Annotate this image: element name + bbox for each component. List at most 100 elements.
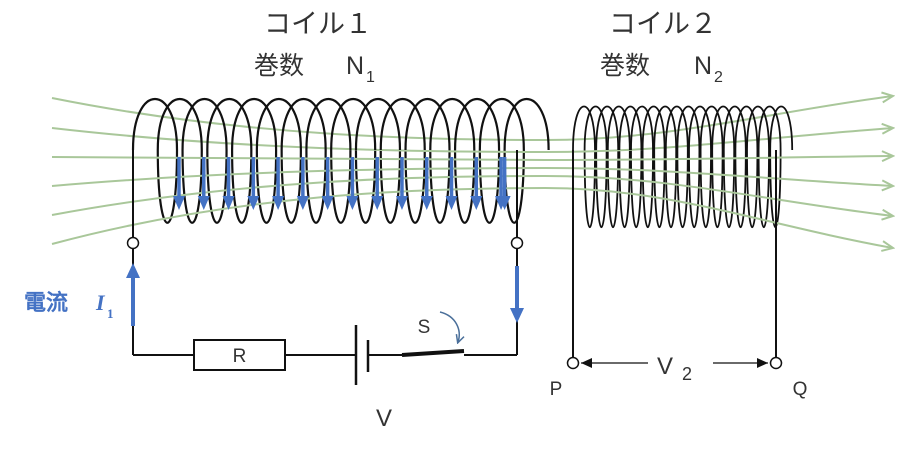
coil-2-back-turns bbox=[583, 149, 782, 228]
coil-2-turn-back bbox=[734, 149, 747, 228]
coil-2-turns-word: 巻数 bbox=[600, 51, 650, 80]
coil-1-left-terminal bbox=[126, 236, 140, 250]
coil-current-arrow-head bbox=[197, 196, 210, 210]
v2-subscript: 2 bbox=[682, 364, 692, 384]
terminal-p bbox=[566, 356, 580, 370]
coil-2-turn bbox=[606, 105, 631, 151]
battery bbox=[354, 325, 370, 385]
coil-2-title: コイル２ bbox=[609, 9, 717, 40]
coil-2-turn bbox=[618, 105, 643, 151]
coil-2-turn bbox=[572, 105, 596, 151]
terminal-p-label: P bbox=[550, 379, 563, 400]
current-symbol: I bbox=[95, 290, 106, 315]
current-subscript: 1 bbox=[107, 306, 114, 321]
switch-label: S bbox=[418, 317, 431, 338]
coil-1-turn bbox=[330, 97, 377, 151]
coil-current-arrow-head bbox=[371, 196, 384, 210]
coil-1-turn bbox=[255, 97, 302, 151]
coil-2-turn-back bbox=[688, 149, 701, 228]
coil-current-arrow-head bbox=[272, 196, 285, 210]
coil-2-turn-back bbox=[664, 149, 678, 228]
coil-current-arrow-head bbox=[498, 196, 511, 210]
coil-2-turn bbox=[653, 105, 678, 151]
coil-1-right-terminal bbox=[510, 236, 524, 250]
coil-current-arrow-head bbox=[395, 196, 408, 210]
coil-1-turn-back bbox=[429, 149, 451, 224]
coil-1-turn-back bbox=[206, 149, 228, 224]
terminal-q-label: Q bbox=[793, 379, 808, 400]
coil-2-turn-back bbox=[746, 149, 759, 228]
coil-1-turn bbox=[280, 97, 327, 151]
coil-1-turn-back bbox=[503, 149, 525, 224]
coil-1-turn-back bbox=[453, 149, 476, 224]
coil-1-back-turns bbox=[156, 149, 525, 224]
coil-current-arrow-head bbox=[222, 196, 235, 210]
coil-2-turn bbox=[699, 105, 724, 151]
coil-1-front-turns bbox=[131, 97, 550, 151]
switch-press-arrow bbox=[439, 311, 459, 342]
coil-current-arrow-head bbox=[346, 196, 359, 210]
switch-blade bbox=[401, 349, 465, 357]
coil-2-turn-back bbox=[722, 149, 736, 228]
coil-2-turn-back bbox=[583, 149, 596, 228]
coil-1-turn bbox=[206, 97, 253, 151]
coil-2-turn-back bbox=[618, 149, 631, 228]
field-line bbox=[51, 128, 893, 154]
coil-1-turn bbox=[354, 97, 402, 151]
coil-2-turn bbox=[746, 105, 770, 151]
field-line bbox=[51, 156, 893, 160]
coil-1-turn bbox=[156, 97, 203, 151]
terminal-q bbox=[769, 356, 783, 370]
coil-current-arrow-head bbox=[420, 196, 433, 210]
coil-1-turn bbox=[230, 97, 278, 151]
coil-2-turn-back bbox=[595, 149, 608, 228]
coil-2-turn bbox=[664, 105, 689, 151]
coil-1-turn bbox=[181, 97, 228, 151]
coil-1-turn-back bbox=[404, 149, 426, 224]
coil-2-turn bbox=[757, 105, 782, 151]
coil-current-arrow-head bbox=[321, 196, 334, 210]
coil-2-turn-back bbox=[653, 149, 666, 228]
field-line bbox=[51, 166, 893, 186]
switch: S bbox=[401, 311, 465, 357]
coil-2-turn-back bbox=[757, 149, 770, 228]
coil-2-turn bbox=[722, 105, 747, 151]
coil-2-heading: コイル２ 巻数 N 2 bbox=[600, 9, 723, 86]
coil-1-title: コイル１ bbox=[264, 9, 372, 40]
coil-current-arrow-head bbox=[247, 196, 260, 210]
coil-1-turn bbox=[404, 97, 451, 151]
coil-2-turn-back bbox=[699, 149, 712, 228]
circuit-current-arrows bbox=[126, 263, 524, 326]
magnetic-field-lines bbox=[51, 96, 893, 248]
coil-1-turns-subscript: 1 bbox=[366, 69, 375, 86]
coil-1-turn bbox=[305, 97, 352, 151]
coil-1-turn-back bbox=[330, 149, 352, 224]
coil-1-heading: コイル１ 巻数 N 1 bbox=[254, 9, 375, 86]
coil-1-turn bbox=[131, 97, 179, 151]
field-line bbox=[51, 186, 893, 248]
field-line bbox=[51, 174, 893, 216]
coil-1-turn bbox=[478, 97, 525, 151]
coil-1-turn-back bbox=[379, 149, 402, 224]
current-arrow-right-down-head bbox=[510, 308, 524, 323]
coil-1-turn-back bbox=[305, 149, 327, 224]
coil-2-turn bbox=[676, 105, 701, 151]
coil-1-turn-back bbox=[354, 149, 377, 224]
coil-1-turn-back bbox=[230, 149, 253, 224]
current-arrow-left-up-head bbox=[126, 263, 140, 278]
coil-1-turn bbox=[503, 97, 550, 151]
coil-2-turn bbox=[583, 105, 608, 151]
coil-1-turn-back bbox=[280, 149, 302, 224]
secondary-circuit bbox=[572, 235, 777, 357]
coil-1-turn-back bbox=[478, 149, 501, 224]
coil-2-turn bbox=[630, 105, 654, 151]
coil-2-turns-symbol: N bbox=[694, 52, 712, 80]
coil-current-arrow-head bbox=[173, 196, 185, 210]
coil-2-turns-subscript: 2 bbox=[714, 69, 723, 86]
coil-2-turn-back bbox=[676, 149, 689, 228]
coil-2-turn bbox=[688, 105, 712, 151]
coil-2-front-turns bbox=[572, 105, 794, 235]
current-word: 電流 bbox=[24, 290, 68, 316]
coil-1-turn bbox=[453, 97, 501, 151]
